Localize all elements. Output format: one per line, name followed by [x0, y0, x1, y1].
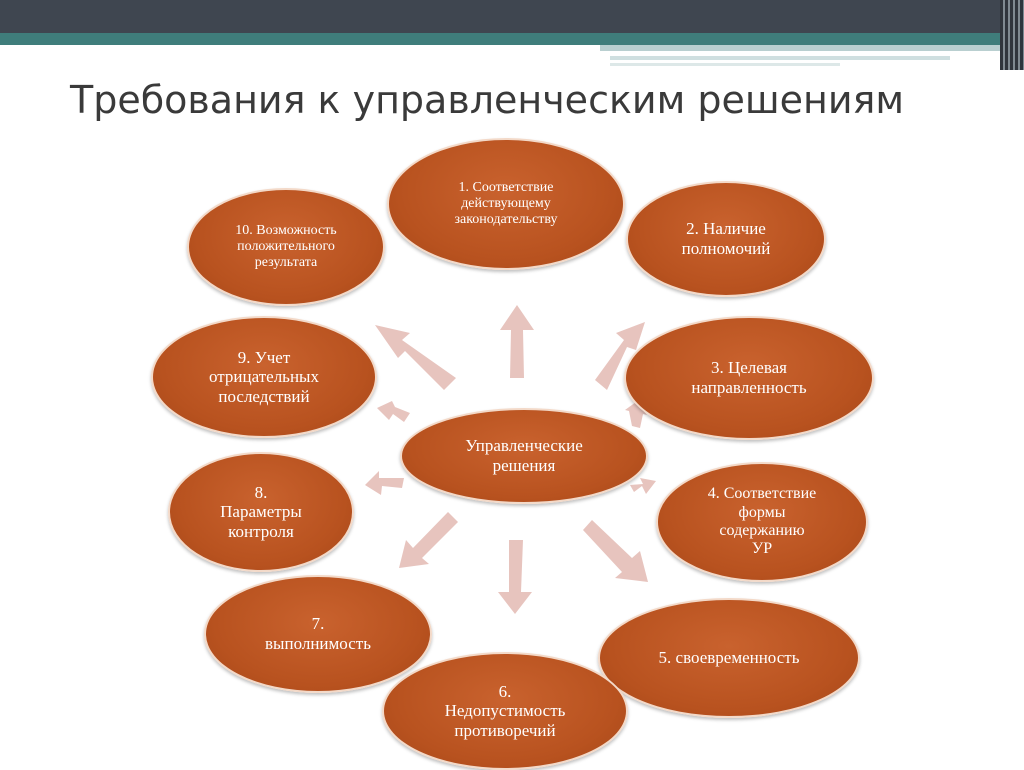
arrow-to-7	[399, 512, 458, 568]
requirement-10-positive-result: 10. Возможность положительного результат…	[187, 188, 385, 306]
arrow-to-10	[375, 325, 456, 390]
arrow-to-8	[365, 471, 404, 495]
arrow-to-9	[377, 401, 410, 422]
requirement-10-label: 10. Возможность положительного результат…	[235, 222, 337, 271]
requirement-8-control-parameters: 8. Параметры контроля	[168, 452, 354, 572]
requirement-9-label: 9. Учет отрицательных последствий	[209, 347, 319, 406]
requirement-1-legislation: 1. Соответствие действующему законодател…	[387, 138, 625, 270]
right-edge-stripes	[1000, 0, 1024, 70]
requirement-6-label: 6. Недопустимость противоречий	[444, 681, 566, 740]
requirement-1-label: 1. Соответствие действующему законодател…	[454, 179, 558, 228]
requirement-4-form-content: 4. Соответствие формы содержанию УР	[656, 462, 868, 582]
requirement-5-timeliness: 5. своевременность	[598, 598, 860, 718]
top-band-light-3	[610, 63, 840, 66]
requirement-7-feasibility: 7. выполнимость	[204, 575, 432, 693]
arrow-to-2	[595, 322, 645, 390]
top-band-light-2	[610, 56, 950, 60]
top-band-light-1	[600, 45, 1000, 51]
top-band-teal	[0, 33, 1000, 45]
requirement-5-label: 5. своевременность	[658, 648, 800, 668]
requirement-6-consistency: 6. Недопустимость противоречий	[382, 652, 628, 770]
requirement-2-authority: 2. Наличие полномочий	[626, 181, 826, 297]
requirement-2-label: 2. Наличие полномочий	[681, 219, 771, 258]
arrow-to-4	[630, 478, 656, 494]
arrow-to-6	[498, 540, 532, 614]
requirement-8-label: 8. Параметры контроля	[220, 482, 302, 541]
top-band-dark	[0, 0, 1000, 33]
requirement-4-label: 4. Соответствие формы содержанию УР	[707, 485, 817, 558]
arrow-to-5	[583, 520, 648, 582]
requirement-3-label: 3. Целевая направленность	[691, 358, 807, 397]
arrow-to-1	[500, 305, 534, 378]
requirement-9-negative-consequences: 9. Учет отрицательных последствий	[151, 316, 377, 438]
center-management-decisions: Управленческие решения	[400, 408, 648, 504]
center-label: Управленческие решения	[465, 436, 583, 475]
requirement-3-target-orientation: 3. Целевая направленность	[624, 316, 874, 440]
page-title: Требования к управленческим решениям	[70, 78, 905, 122]
requirement-7-label: 7. выполнимость	[265, 614, 371, 653]
